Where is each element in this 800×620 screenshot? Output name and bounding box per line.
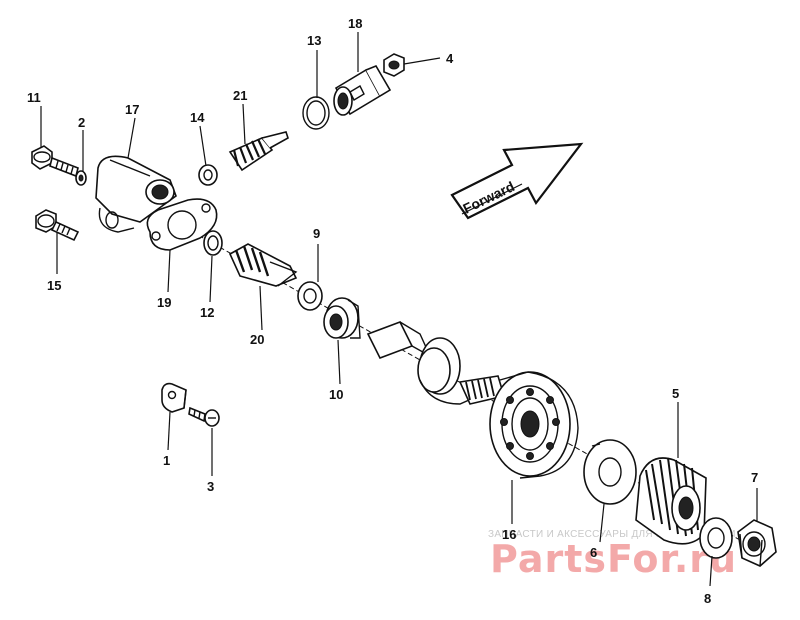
label-part-3: 3 bbox=[207, 479, 214, 494]
part-15-bolt bbox=[35, 209, 80, 242]
label-part-15: 15 bbox=[47, 278, 61, 293]
part-labels: 11 2 17 14 21 13 18 4 15 19 12 20 9 10 1… bbox=[27, 16, 758, 606]
label-part-12: 12 bbox=[200, 305, 214, 320]
part-16-bearing bbox=[489, 371, 579, 479]
part-2-washer bbox=[75, 170, 87, 186]
label-part-18: 18 bbox=[348, 16, 362, 31]
part-1-plate bbox=[161, 382, 187, 413]
watermark: ЗАПЧАСТИ И АКСЕССУАРЫ ДЛЯ МОТОТЕХНИКИ Pa… bbox=[488, 529, 737, 581]
part-12-washer bbox=[203, 230, 223, 256]
label-part-9: 9 bbox=[313, 226, 320, 241]
watermark-caption: ЗАПЧАСТИ И АКСЕССУАРЫ ДЛЯ МОТОТЕХНИКИ bbox=[488, 529, 736, 540]
label-part-13: 13 bbox=[307, 33, 321, 48]
label-part-16: 16 bbox=[502, 527, 516, 542]
part-3-screw bbox=[188, 406, 220, 427]
part-8-washer bbox=[699, 517, 733, 559]
forward-arrow: Forward bbox=[450, 142, 584, 220]
part-7-nut bbox=[737, 519, 777, 567]
label-part-14: 14 bbox=[190, 110, 205, 125]
part-17-housing bbox=[95, 155, 177, 233]
label-part-21: 21 bbox=[233, 88, 247, 103]
label-part-8: 8 bbox=[704, 591, 711, 606]
label-part-5: 5 bbox=[672, 386, 679, 401]
label-part-17: 17 bbox=[125, 102, 139, 117]
label-part-4: 4 bbox=[446, 51, 454, 66]
part-19-gasket bbox=[146, 198, 218, 251]
label-part-6: 6 bbox=[590, 545, 597, 560]
main-shaft bbox=[366, 320, 506, 405]
label-part-11: 11 bbox=[27, 90, 41, 105]
part-4-nut bbox=[383, 53, 405, 77]
label-part-20: 20 bbox=[250, 332, 264, 347]
part-20-drive-gear bbox=[228, 243, 298, 287]
part-11-bolt bbox=[31, 145, 79, 178]
watermark-brand: PartsFor.ru bbox=[490, 537, 737, 581]
part-10-bearing bbox=[323, 297, 361, 339]
part-14-washer bbox=[198, 164, 218, 186]
part-6-shim bbox=[583, 439, 637, 505]
bearing-balls bbox=[500, 388, 560, 460]
part-13-o-ring bbox=[302, 96, 330, 130]
part-21-driven-gear bbox=[228, 131, 289, 172]
label-part-10: 10 bbox=[329, 387, 343, 402]
label-part-1: 1 bbox=[163, 453, 170, 468]
label-part-7: 7 bbox=[751, 470, 758, 485]
label-part-2: 2 bbox=[78, 115, 85, 130]
leader-lines bbox=[40, 32, 758, 587]
part-9-washer bbox=[297, 281, 323, 311]
part-18-sleeve bbox=[333, 65, 392, 116]
label-part-19: 19 bbox=[157, 295, 171, 310]
